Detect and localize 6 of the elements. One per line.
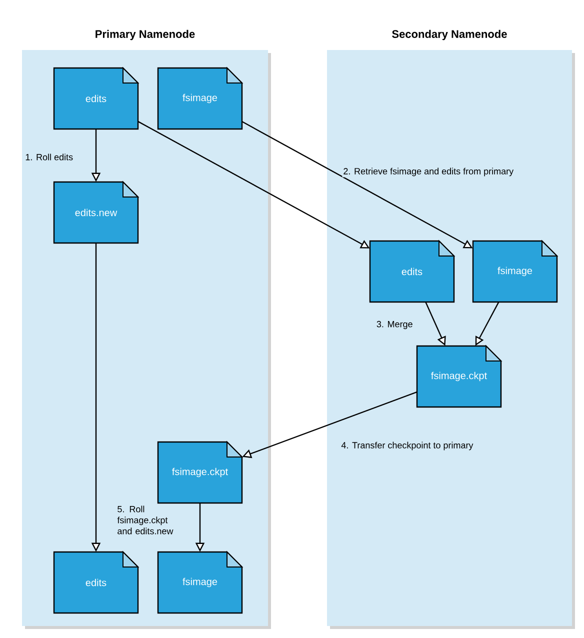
edge-label: 1. Roll edits xyxy=(24,152,74,162)
node-label: Secondary Namenode xyxy=(392,30,507,40)
step-label: 4. Transfer checkpoint to primary xyxy=(340,440,474,452)
step-label: 5. Roll fsimage.ckpt and edits.new xyxy=(116,504,178,536)
node-label: Primary Namenode xyxy=(96,30,195,40)
step-label: 2. Retrieve fsimage and edits from primary xyxy=(342,166,515,178)
